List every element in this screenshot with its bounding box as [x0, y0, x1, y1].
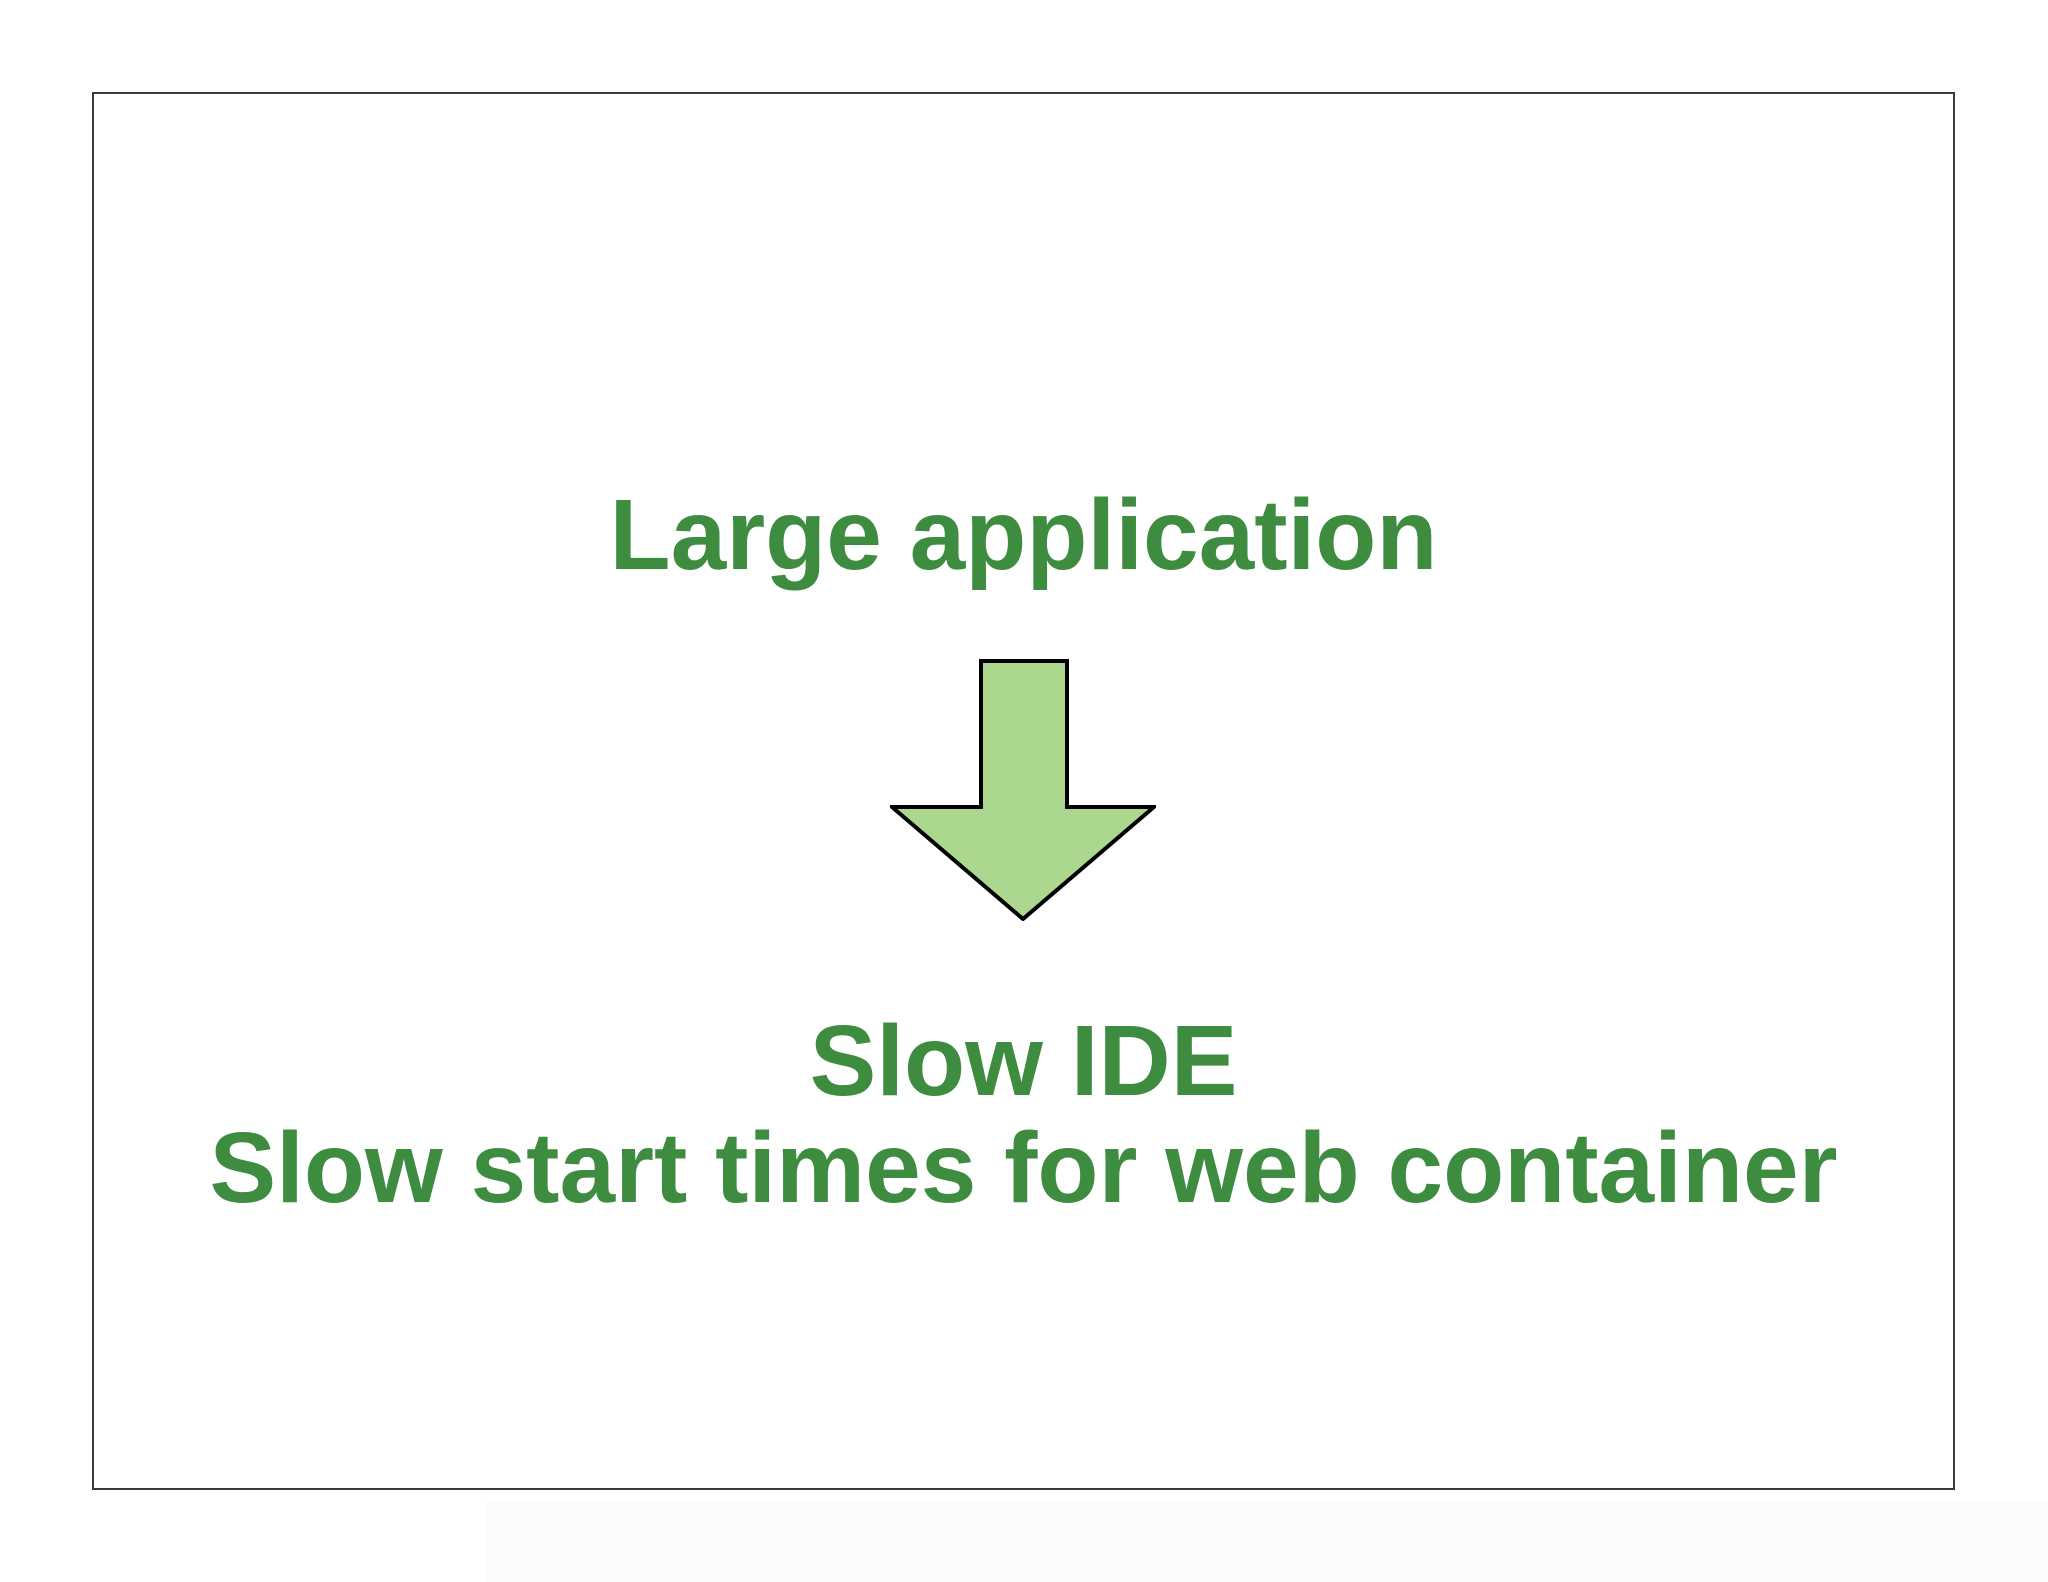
result-text: Slow IDE Slow start times for web contai…: [92, 1008, 1955, 1222]
slide-title: Large application: [609, 479, 1438, 591]
down-arrow-shape: [886, 659, 1160, 922]
bottom-edge-strip: [487, 1502, 2048, 1582]
down-arrow-icon: [886, 659, 1160, 922]
result-text-line-1: Slow IDE: [809, 1005, 1238, 1117]
result-text-line-2: Slow start times for web container: [209, 1112, 1838, 1224]
